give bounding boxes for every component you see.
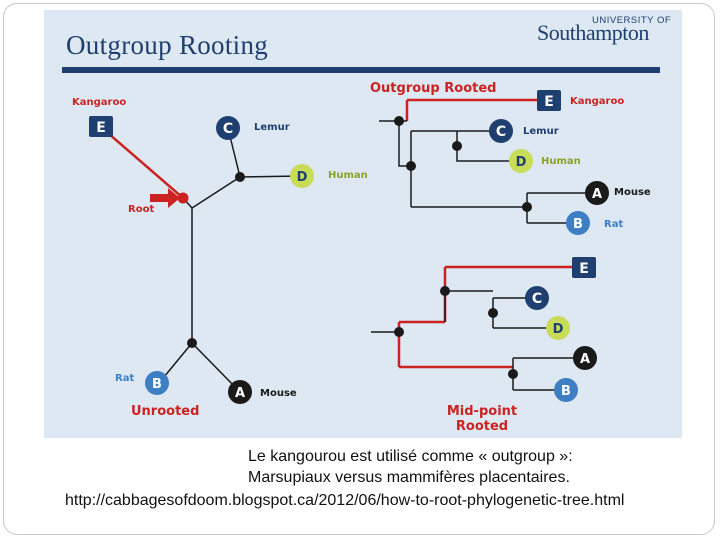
node-D xyxy=(290,164,314,188)
node-A xyxy=(585,181,609,205)
label-root: Root xyxy=(128,204,154,215)
caption-midpoint-1: Mid-point xyxy=(447,404,517,419)
internal-node xyxy=(394,116,404,126)
title-underline xyxy=(62,67,660,73)
internal-node xyxy=(508,369,518,379)
label-mouse: Mouse xyxy=(614,187,651,198)
slide-caption: Le kangourou est utilisé comme « outgrou… xyxy=(248,446,573,488)
node-B xyxy=(145,371,169,395)
internal-node xyxy=(235,172,245,182)
node-C-label: C xyxy=(223,121,233,137)
node-B-label: B xyxy=(561,384,571,399)
branch-placental xyxy=(398,121,411,167)
internal-node xyxy=(452,141,462,151)
node-E-label: E xyxy=(579,261,589,277)
slide-frame xyxy=(3,3,715,535)
branch-split xyxy=(410,130,527,208)
label-lemur: Lemur xyxy=(254,122,290,133)
node-A-label: A xyxy=(235,386,245,401)
label-human: Human xyxy=(541,156,581,167)
phylogeny-diagram: E C D B A Kangaroo Lemur Human Root Rat … xyxy=(62,67,660,434)
branch-kangaroo-mid xyxy=(443,265,583,322)
node-D xyxy=(509,149,533,173)
logo-university-of: UNIVERSITY OF xyxy=(592,15,672,26)
node-E-label: E xyxy=(96,120,106,136)
node-E xyxy=(572,257,596,278)
caption-midpoint-2: Rooted xyxy=(456,419,508,434)
label-rat: Rat xyxy=(604,219,623,230)
root-arrow-icon xyxy=(150,188,180,208)
node-C-label: C xyxy=(496,124,506,140)
internal-node xyxy=(187,338,197,348)
internal-node xyxy=(440,286,450,296)
logo-southampton: Southampton xyxy=(537,20,649,45)
node-C xyxy=(489,119,513,143)
internal-node xyxy=(488,308,498,318)
label-lemur: Lemur xyxy=(523,126,559,137)
node-A xyxy=(228,380,252,404)
root-node xyxy=(177,192,189,204)
internal-node xyxy=(394,327,404,337)
caption-outgroup-rooted: Outgroup Rooted xyxy=(370,81,496,96)
label-mouse: Mouse xyxy=(260,388,297,399)
node-E xyxy=(537,90,561,111)
label-human: Human xyxy=(328,170,368,181)
midpoint-rooted-tree: E C D A B Mid-point Rooted xyxy=(371,257,597,434)
source-url: http://cabbagesofdoom.blogspot.ca/2012/0… xyxy=(65,492,625,509)
node-D xyxy=(546,316,570,340)
internal-node xyxy=(406,161,416,171)
node-E-label: E xyxy=(544,94,554,110)
branch-root-internal xyxy=(191,176,241,209)
node-B-label: B xyxy=(152,377,162,392)
node-D-label: D xyxy=(553,322,564,337)
label-kangaroo: Kangaroo xyxy=(72,97,126,108)
node-A xyxy=(573,346,597,370)
node-A-label: A xyxy=(580,352,590,367)
branch-kangaroo-rooted xyxy=(405,98,549,121)
node-C-label: C xyxy=(532,291,542,307)
node-C xyxy=(525,286,549,310)
caption-unrooted: Unrooted xyxy=(131,404,199,419)
node-B-label: B xyxy=(573,217,583,232)
figure-image: Outgroup Rooting UNIVERSITY OF Southampt… xyxy=(44,10,682,438)
label-rat: Rat xyxy=(115,373,134,384)
branch-kangaroo xyxy=(100,126,184,199)
branch-mouse xyxy=(191,342,240,392)
label-kangaroo: Kangaroo xyxy=(570,96,624,107)
node-B xyxy=(554,378,578,402)
node-A-label: A xyxy=(592,187,602,202)
unrooted-tree: E C D B A Kangaroo Lemur Human Root Rat … xyxy=(72,97,368,419)
node-B xyxy=(566,211,590,235)
node-D-label: D xyxy=(516,155,527,170)
figure-title: Outgroup Rooting xyxy=(66,30,269,60)
node-C xyxy=(216,116,240,140)
node-E xyxy=(89,116,113,137)
caption-line-1: Le kangourou est utilisé comme « outgrou… xyxy=(248,448,573,465)
node-D-label: D xyxy=(297,170,308,185)
outgroup-rooted-tree: Outgroup Rooted E C D A B Kangaroo Lemur… xyxy=(370,81,651,235)
caption-line-2: Marsupiaux versus mammifères placentaire… xyxy=(248,469,570,486)
internal-node xyxy=(522,202,532,212)
